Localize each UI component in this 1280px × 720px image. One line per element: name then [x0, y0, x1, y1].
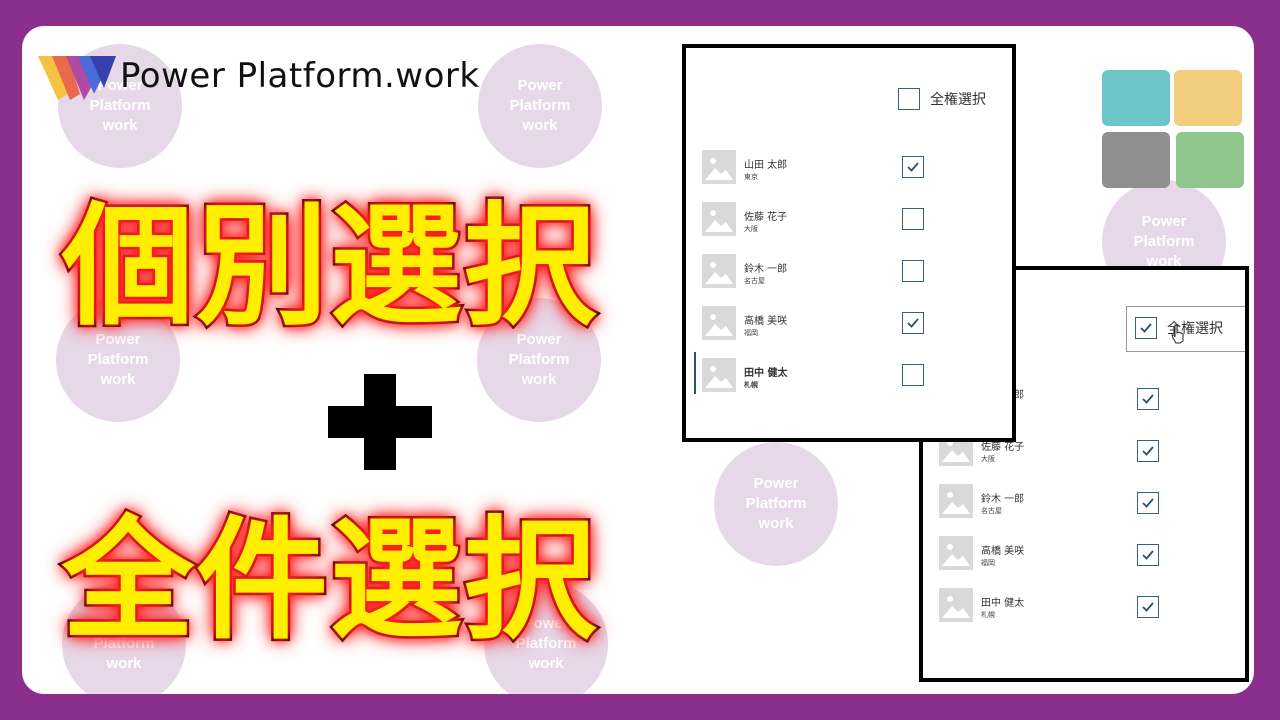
hand-cursor-icon [1171, 324, 1184, 344]
list-item[interactable]: 高橋 美咲 福岡 [686, 302, 1012, 342]
row-checkbox[interactable] [902, 312, 924, 334]
selection-indicator [694, 352, 696, 394]
person-city: 大阪 [981, 455, 995, 463]
row-checkbox[interactable] [1137, 388, 1159, 410]
select-all-control[interactable]: 全権選択 [1126, 306, 1245, 352]
headline-select-all: 全件選択 [60, 502, 599, 661]
check-icon [1142, 498, 1154, 508]
row-checkbox[interactable] [902, 156, 924, 178]
person-name: 鈴木 一郎 [981, 494, 1025, 505]
person-name: 山田 太郎 [744, 160, 788, 171]
row-checkbox[interactable] [1137, 440, 1159, 462]
person-name: 鈴木 一郎 [744, 264, 788, 275]
check-icon [907, 318, 919, 328]
list-item[interactable]: 佐藤 花子 大阪 [686, 198, 1012, 238]
person-city: 福岡 [981, 559, 995, 567]
list-item[interactable]: 高橋 美咲 福岡 [923, 534, 1245, 574]
person-name: 田中 健太 [744, 368, 788, 379]
person-city: 札幌 [981, 611, 995, 619]
list-item[interactable]: 山田 太郎 東京 [686, 146, 1012, 186]
check-icon [1142, 550, 1154, 560]
row-checkbox[interactable] [902, 208, 924, 230]
select-all-checkbox[interactable] [898, 88, 920, 110]
image-placeholder-icon [702, 150, 736, 184]
person-city: 大阪 [744, 225, 758, 233]
select-all-label: 全権選択 [930, 92, 986, 108]
tile-teal [1102, 70, 1170, 126]
image-placeholder-icon [702, 358, 736, 392]
image-placeholder-icon [702, 306, 736, 340]
plus-icon [328, 374, 432, 470]
person-city: 東京 [744, 173, 758, 181]
power-platform-logo-icon [38, 56, 116, 100]
select-all-row: 全権選択 [898, 88, 986, 110]
list-item-selected[interactable]: 田中 健太 札幌 [686, 352, 1012, 394]
person-city: 名古屋 [981, 507, 1002, 515]
brand-name: Power Platform.work [120, 56, 480, 96]
person-city: 名古屋 [744, 277, 765, 285]
check-icon [1142, 446, 1154, 456]
gallery-panel-individual: 全権選択 山田 太郎 東京 佐藤 花子 大阪 鈴木 一郎 名古屋 高橋 美咲 福… [682, 44, 1016, 442]
person-name: 高橋 美咲 [981, 546, 1025, 557]
person-city: 札幌 [744, 381, 758, 389]
row-checkbox[interactable] [902, 260, 924, 282]
person-name: 佐藤 花子 [744, 212, 788, 223]
person-city: 福岡 [744, 329, 758, 337]
select-all-checkbox[interactable] [1135, 317, 1157, 339]
headline-individual-select: 個別選択 [60, 188, 599, 347]
row-checkbox[interactable] [1137, 544, 1159, 566]
check-icon [1140, 323, 1152, 333]
list-item[interactable]: 鈴木 一郎 名古屋 [923, 482, 1245, 522]
tile-green [1176, 132, 1244, 188]
row-checkbox[interactable] [902, 364, 924, 386]
tile-yellow [1174, 70, 1242, 126]
check-icon [1142, 394, 1154, 404]
image-placeholder-icon [939, 536, 973, 570]
list-item[interactable]: 田中 健太 札幌 [923, 586, 1245, 626]
check-icon [907, 162, 919, 172]
tile-gray [1102, 132, 1170, 188]
person-name: 佐藤 花子 [981, 442, 1025, 453]
color-tiles [1102, 70, 1246, 192]
image-placeholder-icon [702, 254, 736, 288]
image-placeholder-icon [702, 202, 736, 236]
row-checkbox[interactable] [1137, 492, 1159, 514]
image-placeholder-icon [939, 484, 973, 518]
check-icon [1142, 602, 1154, 612]
row-checkbox[interactable] [1137, 596, 1159, 618]
image-placeholder-icon [939, 588, 973, 622]
list-item[interactable]: 鈴木 一郎 名古屋 [686, 250, 1012, 290]
person-name: 田中 健太 [981, 598, 1025, 609]
person-name: 高橋 美咲 [744, 316, 788, 327]
